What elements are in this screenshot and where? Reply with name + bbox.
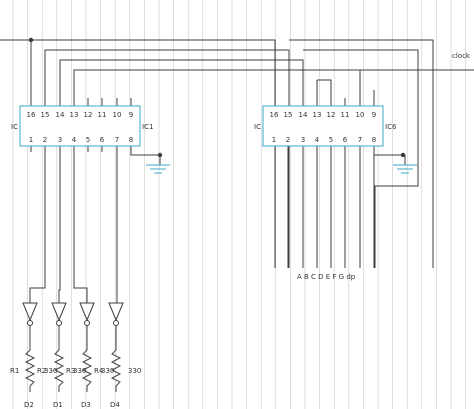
resistor-r2-ref: R2 xyxy=(37,367,46,375)
wire[interactable] xyxy=(130,146,161,165)
resistor-r1[interactable] xyxy=(24,345,36,392)
ic6-pin-4: 4 xyxy=(315,136,320,144)
ic1-body[interactable] xyxy=(19,105,141,147)
ic6-pin-8: 8 xyxy=(372,136,376,144)
inverter-d3[interactable] xyxy=(79,302,95,326)
ic6-pin-16: 16 xyxy=(270,111,279,119)
wire[interactable] xyxy=(303,49,419,268)
wire[interactable] xyxy=(44,49,290,268)
ic1-pin-6: 6 xyxy=(100,136,105,144)
ic1-pin-13: 13 xyxy=(70,111,79,119)
resistor-r4-value: 330 xyxy=(101,367,114,375)
digit-label-d3: D3 xyxy=(81,401,91,409)
wire[interactable] xyxy=(29,146,46,303)
resistor-r3[interactable] xyxy=(81,345,93,392)
inverter-d2[interactable] xyxy=(22,302,38,326)
resistor-r1-ref: R1 xyxy=(10,367,19,375)
ic6-ref-left: IC xyxy=(254,123,261,131)
resistor-r4-ref: R4 xyxy=(94,367,104,375)
ic6-pin-11: 11 xyxy=(341,111,350,119)
ic1-pin-10: 10 xyxy=(113,111,122,119)
digit-label-d4: D4 xyxy=(110,401,120,409)
digit-label-d2: D2 xyxy=(24,401,34,409)
ic1-pin-7: 7 xyxy=(115,136,119,144)
ic1-pin-1: 1 xyxy=(29,136,33,144)
ic1-ref-left: IC xyxy=(11,123,18,131)
wire[interactable] xyxy=(317,79,332,106)
ic1-pin-14: 14 xyxy=(56,111,65,119)
ic6-pin-10: 10 xyxy=(356,111,365,119)
ic1-pin-15: 15 xyxy=(41,111,50,119)
junction-dot xyxy=(157,152,163,158)
inverter-d1[interactable] xyxy=(51,302,67,326)
inverters xyxy=(22,302,124,326)
resistor-r5-value: 330 xyxy=(128,367,141,375)
wire[interactable] xyxy=(373,146,406,165)
ic1-pin-9: 9 xyxy=(129,111,133,119)
digit-label-d1: D1 xyxy=(53,401,63,409)
resistor-r2[interactable] xyxy=(53,345,65,392)
ground-symbol-ic6 xyxy=(393,164,417,174)
junction-dots xyxy=(28,37,406,158)
ic6-pin-15: 15 xyxy=(284,111,293,119)
ic6-pin-3: 3 xyxy=(301,136,305,144)
ic6[interactable]: IC IC6 16 15 14 13 12 11 10 9 1 2 3 4 5 … xyxy=(254,105,397,147)
junction-dot xyxy=(28,37,34,43)
ic1-pin-12: 12 xyxy=(84,111,93,119)
ic1-pin-11: 11 xyxy=(98,111,107,119)
ic6-body[interactable] xyxy=(262,105,384,147)
wire[interactable] xyxy=(289,39,434,268)
resistor-r2-value: 330 xyxy=(44,367,57,375)
ic1-pin-2: 2 xyxy=(43,136,47,144)
ic1-pin-5: 5 xyxy=(86,136,90,144)
junction-dot xyxy=(400,152,406,158)
ic6-pin-6: 6 xyxy=(343,136,348,144)
wire[interactable] xyxy=(59,59,304,268)
ic6-pin-14: 14 xyxy=(299,111,308,119)
ic6-pin-1: 1 xyxy=(272,136,276,144)
wire[interactable] xyxy=(0,39,276,268)
ic6-pin-13: 13 xyxy=(313,111,322,119)
ic1[interactable]: IC IC1 16 15 14 13 12 11 10 9 1 2 3 4 5 … xyxy=(11,105,153,147)
resistor-r3-ref: R3 xyxy=(66,367,75,375)
ic1-pin-3: 3 xyxy=(58,136,62,144)
inverter-d4[interactable] xyxy=(108,302,124,326)
wire[interactable] xyxy=(73,146,88,303)
resistor-r3-value: 330 xyxy=(73,367,86,375)
ic1-ref-right: IC1 xyxy=(142,123,153,131)
grid-lines xyxy=(12,0,466,409)
ic1-pin-8: 8 xyxy=(129,136,133,144)
net-label-clock: clock xyxy=(452,52,471,60)
ic6-pin-12: 12 xyxy=(327,111,336,119)
ic1-pin-16: 16 xyxy=(27,111,36,119)
wires xyxy=(0,39,474,345)
ic6-ref-right: IC6 xyxy=(385,123,397,131)
ic6-pin-2: 2 xyxy=(286,136,290,144)
ic6-pin-9: 9 xyxy=(372,111,376,119)
wire[interactable] xyxy=(58,146,61,303)
ic6-pin-5: 5 xyxy=(329,136,333,144)
resistors xyxy=(24,345,122,392)
ground-symbol-ic1 xyxy=(146,164,170,174)
resistor-r4[interactable] xyxy=(110,345,122,392)
ic6-pin-7: 7 xyxy=(358,136,362,144)
ic1-pin-4: 4 xyxy=(72,136,77,144)
wire[interactable] xyxy=(73,69,474,106)
segment-labels: A B C D E F G dp xyxy=(297,273,356,281)
